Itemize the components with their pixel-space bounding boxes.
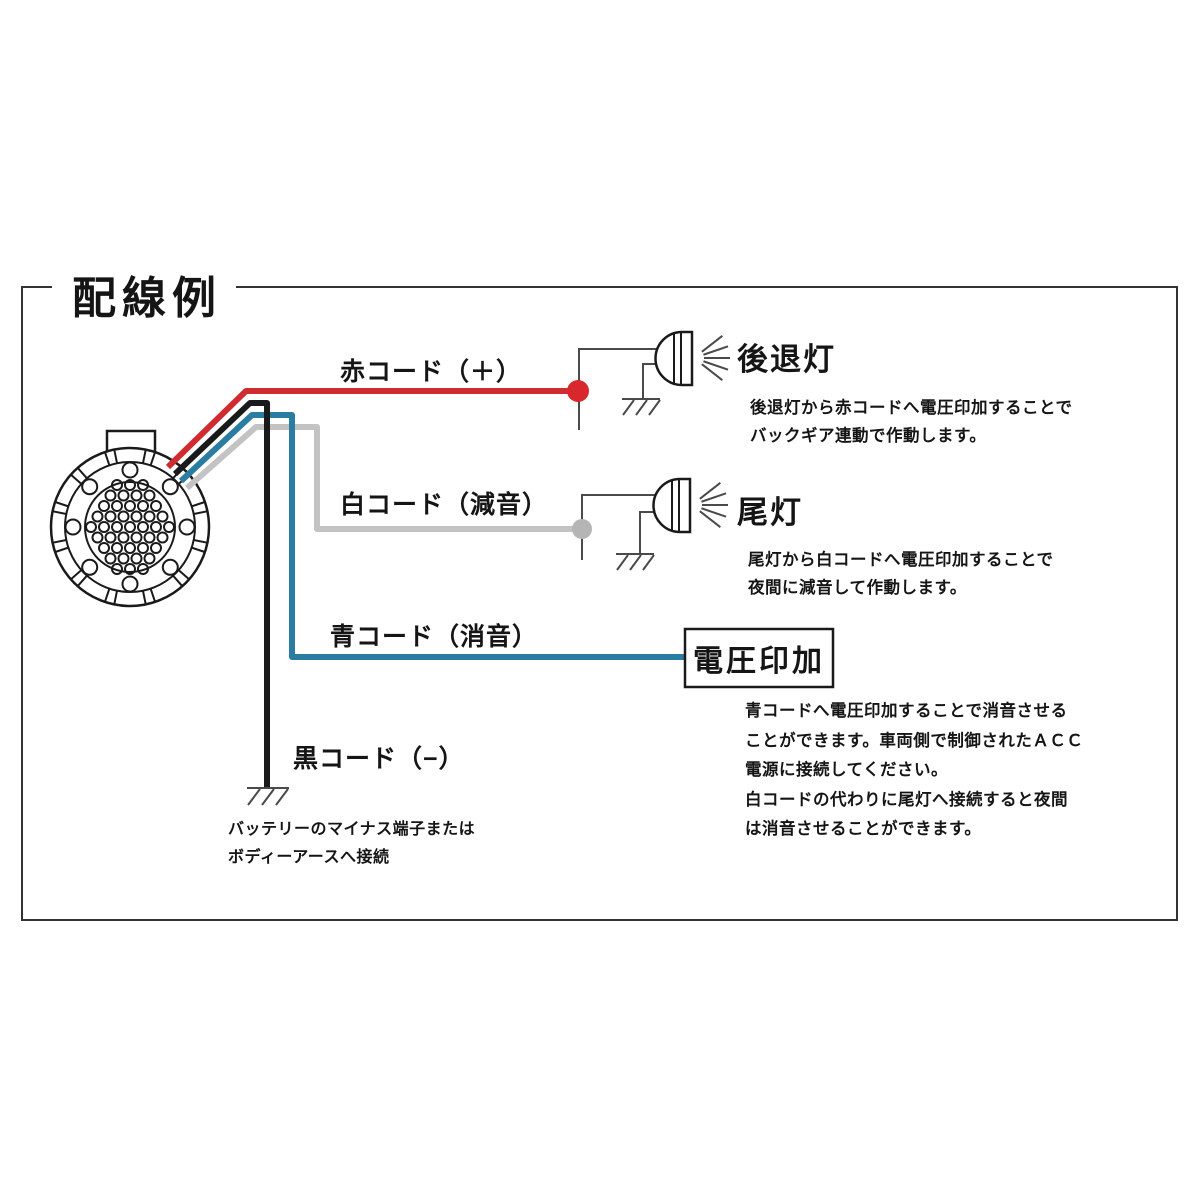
backup-lamp-icon xyxy=(654,330,694,387)
white-junction-dot xyxy=(572,519,592,539)
blue-wire-label: 青コード（消音） xyxy=(330,623,539,651)
page-title: 配線例 xyxy=(58,262,236,326)
voltage-box-desc-line4: 白コードの代わりに尾灯へ接続すると夜間 xyxy=(745,790,1068,809)
white-wire xyxy=(185,424,575,532)
backup-light-desc: 後退灯から赤コードへ電圧印加することで バックギア連動で作動します。 xyxy=(750,394,1073,450)
backup-light-desc-line2: バックギア連動で作動します。 xyxy=(750,427,987,445)
ground-note: バッテリーのマイナス端子または ボディーアースへ接続 xyxy=(228,816,475,872)
frame-border xyxy=(21,286,1178,921)
tail-light-desc-line1: 尾灯から白コードへ電圧印加することで xyxy=(748,551,1054,569)
voltage-box-desc-line1: 青コードへ電圧印加することで消音させる xyxy=(745,702,1068,720)
ground-symbol-backup xyxy=(622,398,661,416)
backup-light-desc-line1: 後退灯から赤コードへ電圧印加することで xyxy=(750,399,1073,417)
blue-wire xyxy=(178,412,684,660)
red-junction-dot xyxy=(567,380,589,402)
voltage-box-label: 電圧印加 xyxy=(693,645,825,678)
black-wire xyxy=(172,400,270,787)
red-wire xyxy=(165,388,572,470)
tail-lamp-rays xyxy=(699,482,728,528)
red-wire-label: 赤コード（＋） xyxy=(340,358,523,386)
tail-light-title: 尾灯 xyxy=(737,495,803,530)
ground-symbol-black-wire xyxy=(247,787,289,806)
voltage-box-desc: 青コードへ電圧印加することで消音させる ことができます。車両側で制御されたＡＣＣ… xyxy=(745,697,1083,845)
black-wire-label: 黒コード（−） xyxy=(293,745,465,773)
tail-light-desc: 尾灯から白コードへ電圧印加することで 夜間に減音して作動します。 xyxy=(748,546,1054,602)
backup-lamp-rays xyxy=(701,335,730,381)
backup-lamp-leads xyxy=(578,348,660,430)
tail-light-desc-line2: 夜間に減音して作動します。 xyxy=(748,579,967,597)
voltage-box-desc-line3: 電源に接続してください。 xyxy=(745,761,949,779)
tail-lamp-leads xyxy=(581,494,659,560)
white-wire-label: 白コード（減音） xyxy=(340,491,549,519)
voltage-box-desc-line2: ことができます。車両側で制御されたＡＣＣ xyxy=(745,731,1084,750)
ground-symbol-tail xyxy=(616,553,655,571)
ground-note-line2: ボディーアースへ接続 xyxy=(228,849,390,866)
voltage-box-desc-line5: は消音させることができます。 xyxy=(745,820,982,838)
voltage-box xyxy=(683,627,835,689)
tail-lamp-icon xyxy=(652,477,692,534)
speaker-device-icon xyxy=(49,429,211,608)
backup-light-title: 後退灯 xyxy=(737,342,836,377)
ground-note-line1: バッテリーのマイナス端子または xyxy=(228,821,476,838)
